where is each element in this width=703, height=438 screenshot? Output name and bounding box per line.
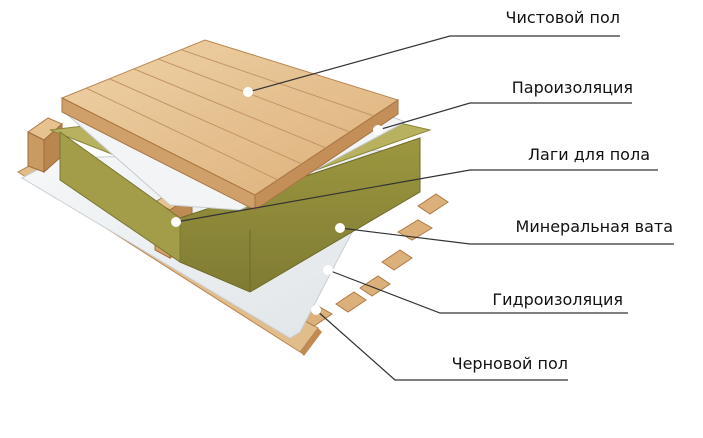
label-waterproofing: Гидроизоляция — [492, 290, 623, 309]
label-finish-floor: Чистовой пол — [505, 8, 620, 27]
label-mineral-wool: Минеральная вата — [515, 217, 673, 236]
leader-dots — [171, 87, 383, 315]
label-vapor-barrier: Пароизоляция — [511, 78, 633, 97]
rough-board — [417, 193, 449, 215]
finish-floor — [60, 39, 400, 211]
rough-board — [335, 291, 367, 313]
leader-lines — [175, 35, 674, 381]
rough-board — [381, 249, 413, 271]
rough-board — [359, 275, 391, 297]
label-joists: Лаги для пола — [527, 145, 650, 164]
rough-board — [397, 219, 433, 241]
label-rough-floor: Черновой пол — [451, 354, 568, 373]
